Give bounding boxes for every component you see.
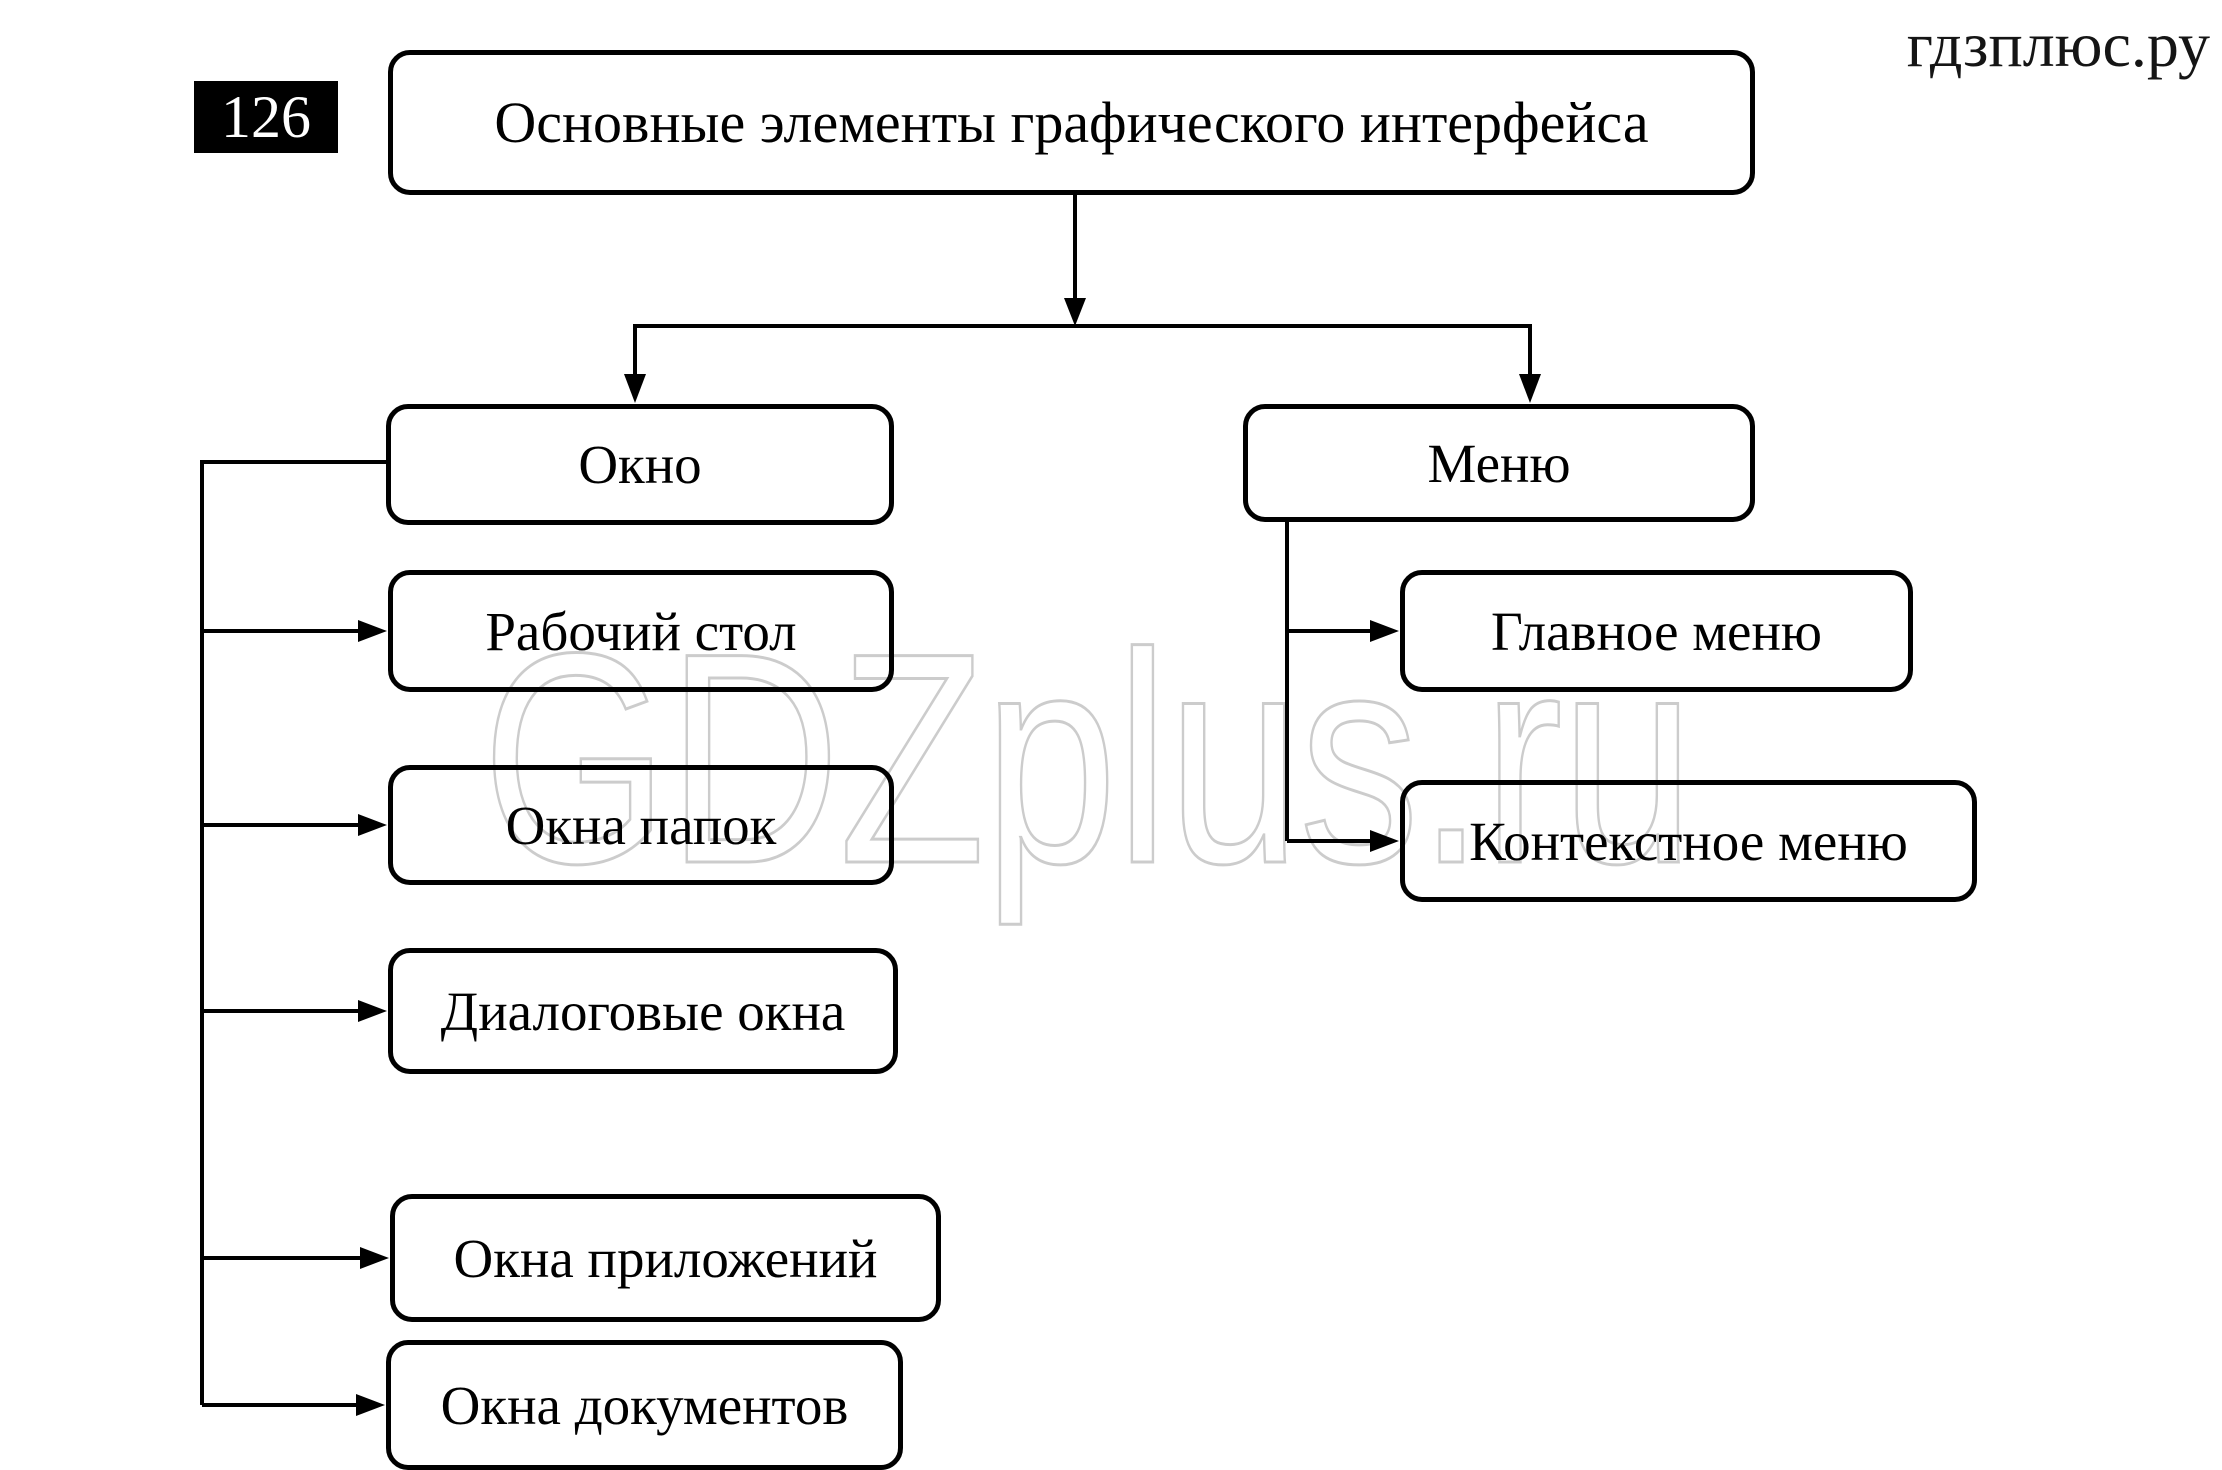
node-okna-papok: Окна папок: [388, 765, 894, 885]
node-menu-label: Меню: [1427, 432, 1571, 494]
task-number: 126: [221, 83, 311, 150]
arrowhead-okna-papok-icon: [358, 814, 387, 836]
arrowhead-okno-icon: [624, 374, 646, 403]
task-number-badge: 126: [194, 81, 338, 153]
node-root: Основные элементы графического интерфейс…: [388, 50, 1755, 195]
node-kontekstnoe-menu-label: Контекстное меню: [1469, 810, 1908, 872]
node-glavnoe-menu: Главное меню: [1400, 570, 1913, 692]
node-okno: Окно: [386, 404, 894, 525]
arrowhead-rabochiy-stol-icon: [358, 620, 387, 642]
node-okna-papok-label: Окна папок: [505, 794, 777, 856]
node-menu: Меню: [1243, 404, 1755, 522]
arrowhead-root-down-icon: [1064, 298, 1086, 326]
watermark-text: GDZplus.ru: [481, 590, 1696, 926]
node-rabochiy-stol-label: Рабочий стол: [485, 600, 797, 662]
arrowhead-okna-dokumentov-icon: [356, 1394, 385, 1416]
node-root-label: Основные элементы графического интерфейс…: [494, 90, 1649, 155]
arrowhead-okna-prilozheniy-icon: [360, 1247, 389, 1269]
node-kontekstnoe-menu: Контекстное меню: [1400, 780, 1977, 902]
node-rabochiy-stol: Рабочий стол: [388, 570, 894, 692]
site-logo: гдзплюс.ру: [1906, 9, 2210, 80]
edge-okno-spine: [200, 460, 386, 1405]
node-okna-prilozheniy-label: Окна приложений: [453, 1227, 878, 1289]
node-okna-dokumentov: Окна документов: [386, 1340, 903, 1470]
node-glavnoe-menu-label: Главное меню: [1491, 600, 1822, 662]
node-dialogovye-okna: Диалоговые окна: [388, 948, 898, 1074]
arrowhead-glavnoe-menu-icon: [1370, 620, 1399, 642]
node-okno-label: Окно: [578, 434, 702, 495]
arrowhead-kontekstnoe-menu-icon: [1370, 830, 1399, 852]
node-okna-dokumentov-label: Окна документов: [440, 1374, 849, 1436]
arrowhead-dialogovye-okna-icon: [358, 1000, 387, 1022]
arrowhead-menu-icon: [1519, 374, 1541, 403]
node-dialogovye-okna-label: Диалоговые окна: [440, 980, 846, 1042]
node-okna-prilozheniy: Окна приложений: [390, 1194, 941, 1322]
